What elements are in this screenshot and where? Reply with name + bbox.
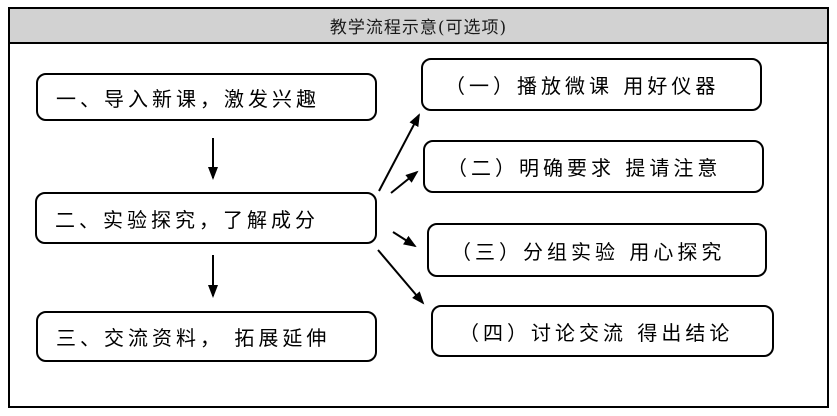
step-1-box: 一、导入新课，激发兴趣 bbox=[36, 73, 377, 121]
step-2-box: 二、实验探究，了解成分 bbox=[35, 192, 377, 244]
substep-2-box: （二）明确要求 提请注意 bbox=[423, 140, 764, 193]
flowchart-title-bar: 教学流程示意(可选项) bbox=[10, 9, 827, 44]
step-3-box: 三、交流资料， 拓展延伸 bbox=[36, 311, 377, 362]
substep-3-box: （三）分组实验 用心探究 bbox=[427, 223, 767, 277]
step-2-label: 二、实验探究，了解成分 bbox=[55, 207, 319, 232]
step-3-label: 三、交流资料， 拓展延伸 bbox=[56, 326, 331, 350]
substep-1-label: （一）播放微课 用好仪器 bbox=[445, 74, 720, 98]
substep-1-box: （一）播放微课 用好仪器 bbox=[421, 58, 762, 111]
flowchart-title: 教学流程示意(可选项) bbox=[329, 18, 508, 38]
substep-2-label: （二）明确要求 提请注意 bbox=[447, 156, 722, 180]
step-1-label: 一、导入新课，激发兴趣 bbox=[56, 86, 320, 111]
substep-4-box: （四）讨论交流 得出结论 bbox=[431, 305, 774, 357]
substep-3-label: （三）分组实验 用心探究 bbox=[451, 239, 726, 264]
substep-4-label: （四）讨论交流 得出结论 bbox=[459, 320, 734, 345]
